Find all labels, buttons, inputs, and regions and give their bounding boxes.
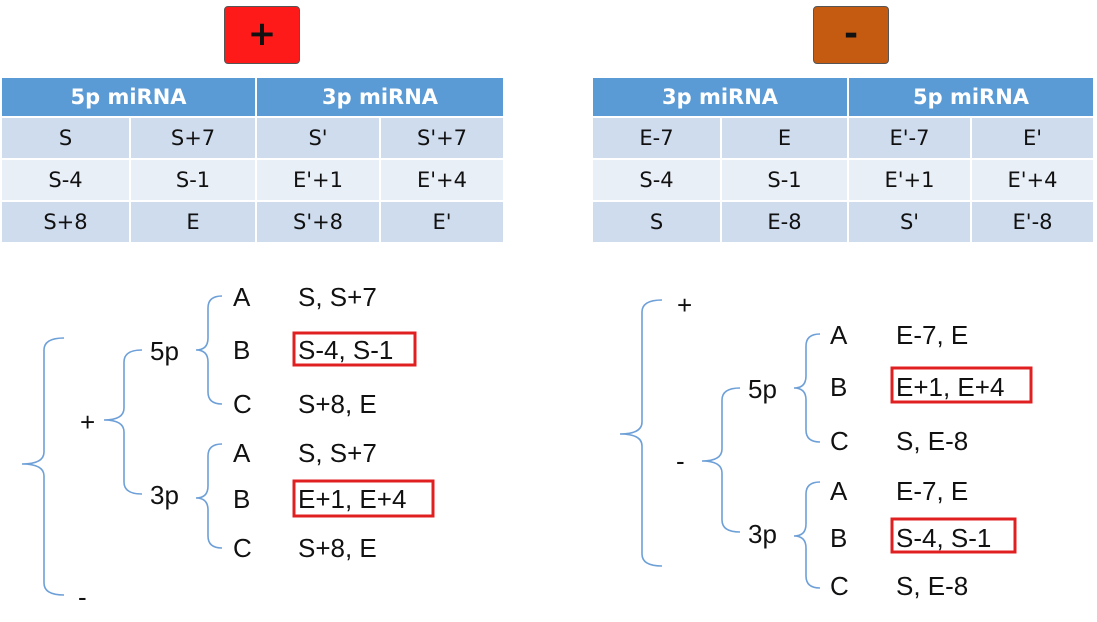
table-cell: E-8 [719, 200, 849, 242]
option-key: B [233, 484, 250, 514]
tree-plus-label: + [80, 407, 95, 437]
arm-brace-3p [195, 443, 223, 549]
table-cell: E' [379, 200, 504, 242]
option-key: B [830, 523, 847, 553]
table-row: E-7 E E'-7 E' [593, 116, 1094, 159]
table-row: S S+7 S' S'+7 [2, 116, 504, 159]
table-row: S+8 E S'+8 E' [2, 200, 504, 242]
table-cell: S'+7 [379, 116, 504, 159]
option-key: B [830, 372, 847, 402]
option-value: E+1, E+4 [896, 372, 1004, 402]
table-cell: S+7 [128, 116, 257, 159]
table-cell: E'+4 [970, 158, 1094, 201]
arm-brace-5p [793, 333, 821, 443]
plus-strand-table: 5p miRNA 3p miRNA S S+7 S' S'+7 S-4 S-1 … [2, 78, 504, 242]
plus-strand-tree: + - 5p 3p A S, S+7 B S-4, S-1 C S+8, E A… [21, 282, 435, 612]
table-cell: E'-7 [847, 116, 972, 159]
option-key: C [233, 389, 252, 419]
root-brace [21, 337, 65, 596]
table-cell: E [719, 116, 849, 159]
option-value: S+8, E [298, 533, 377, 563]
option-value: S, E-8 [896, 426, 968, 456]
table-cell: E'+1 [847, 158, 972, 201]
table-header-3p: 3p miRNA [255, 78, 504, 117]
branch-5p-label: 5p [748, 374, 777, 404]
minus-strand-badge: - [813, 6, 889, 64]
option-key: B [233, 335, 250, 365]
option-key: C [830, 571, 849, 601]
table-cell: S-1 [128, 158, 257, 201]
table-cell: E'-8 [970, 200, 1094, 242]
table-header-5p: 5p miRNA [847, 78, 1094, 117]
root-brace [619, 299, 663, 567]
table-cell: E'+1 [255, 158, 381, 201]
table-cell: S+8 [2, 200, 130, 242]
table-row: S-4 S-1 E'+1 E'+4 [2, 158, 504, 201]
table-cell: S'+8 [255, 200, 381, 242]
option-value: E+1, E+4 [298, 484, 406, 514]
option-key: A [233, 282, 251, 312]
tree-minus-label: - [78, 582, 87, 612]
plus-strand-badge: + [224, 6, 300, 64]
table-cell: S' [255, 116, 381, 159]
table-cell: S [2, 116, 130, 159]
highlight-box [890, 366, 1033, 404]
option-key: A [233, 438, 251, 468]
option-value: S, E-8 [896, 571, 968, 601]
option-value: S-4, S-1 [298, 335, 393, 365]
option-key: A [830, 476, 848, 506]
highlight-box [890, 517, 1017, 554]
table-header-3p: 3p miRNA [593, 78, 849, 117]
option-key: A [830, 320, 848, 350]
table-header-5p: 5p miRNA [2, 78, 257, 117]
table-cell: S-4 [2, 158, 130, 201]
option-value: S, S+7 [298, 438, 377, 468]
table-row: S-4 S-1 E'+1 E'+4 [593, 158, 1094, 201]
option-value: E-7, E [896, 320, 968, 350]
arm-brace-5p [195, 295, 223, 405]
table-cell: E-7 [593, 116, 721, 159]
option-value: S+8, E [298, 389, 377, 419]
minus-strand-tree: + - 5p 3p A E-7, E B E+1, E+4 C S, E-8 A… [619, 290, 1033, 601]
table-cell: E'+4 [379, 158, 504, 201]
strand-brace [701, 387, 741, 533]
tree-plus-label: + [677, 290, 692, 320]
option-key: C [233, 533, 252, 563]
highlight-box [292, 479, 435, 518]
option-value: S, S+7 [298, 282, 377, 312]
table-cell: S-1 [719, 158, 849, 201]
table-cell: E' [970, 116, 1094, 159]
highlight-box [292, 331, 417, 367]
tree-minus-label: - [676, 446, 685, 476]
table-row: S E-8 S' E'-8 [593, 200, 1094, 242]
option-value: S-4, S-1 [896, 523, 991, 553]
strand-brace [103, 349, 143, 495]
table-cell: S [593, 200, 721, 242]
branch-5p-label: 5p [150, 336, 179, 366]
option-value: E-7, E [896, 476, 968, 506]
branch-3p-label: 3p [150, 480, 179, 510]
table-cell: S' [847, 200, 972, 242]
table-cell: S-4 [593, 158, 721, 201]
branch-3p-label: 3p [748, 519, 777, 549]
table-cell: E [128, 200, 257, 242]
option-key: C [830, 426, 849, 456]
minus-strand-table: 3p miRNA 5p miRNA E-7 E E'-7 E' S-4 S-1 … [593, 78, 1094, 242]
arm-brace-3p [793, 481, 821, 589]
